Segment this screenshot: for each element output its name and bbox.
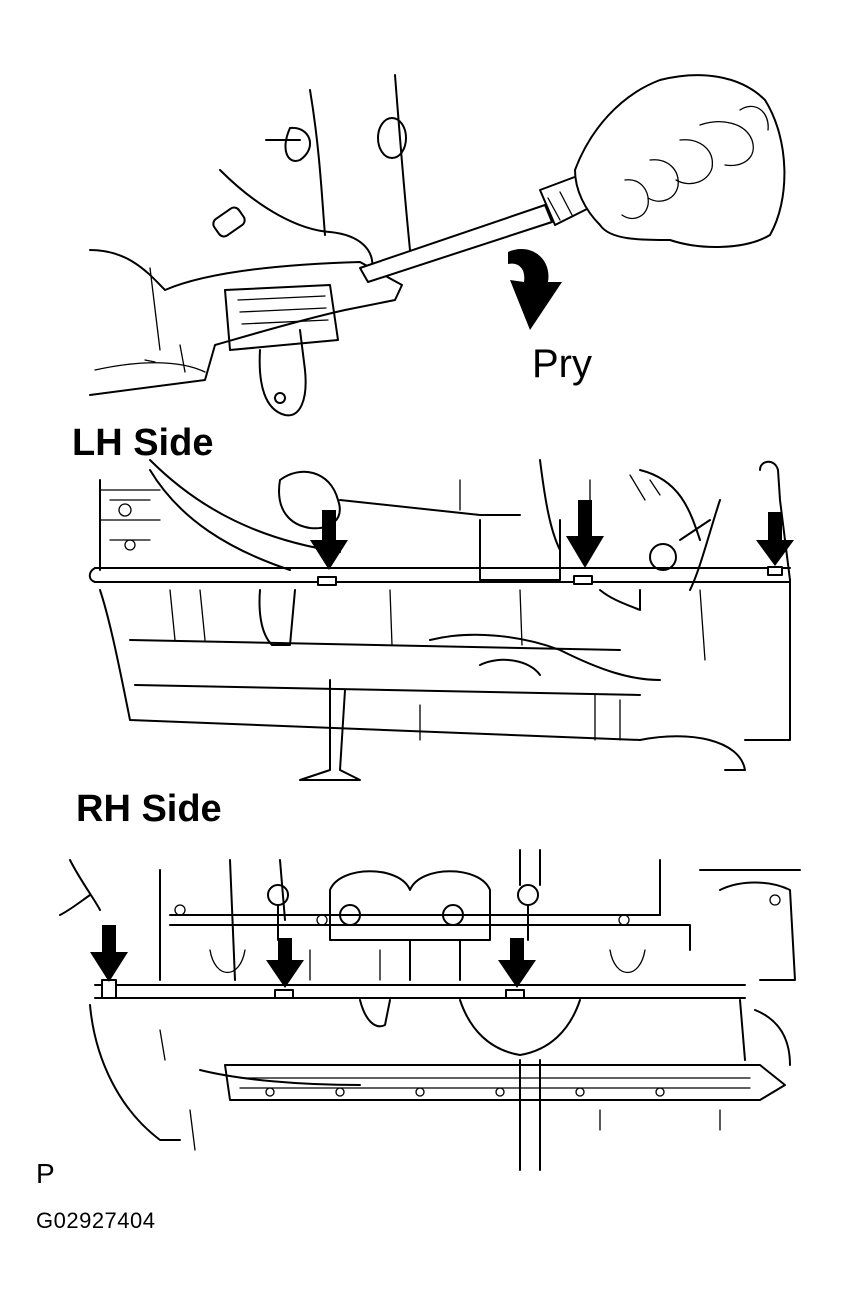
- footer-letter: P: [36, 1158, 55, 1189]
- curved-arrow-icon: [508, 248, 562, 330]
- pry-label: Pry: [532, 342, 592, 386]
- rh-side-title: RH Side: [76, 788, 222, 830]
- down-arrow-icon: [566, 500, 604, 568]
- lh-side-illustration: [0, 440, 844, 800]
- down-arrow-icon: [90, 925, 128, 982]
- rh-side-illustration: [0, 830, 844, 1180]
- down-arrow-icon: [498, 938, 536, 988]
- down-arrow-icon: [266, 938, 304, 988]
- figure-code: G02927404: [36, 1208, 156, 1233]
- down-arrow-icon: [310, 510, 348, 570]
- lh-side-title: LH Side: [72, 422, 214, 464]
- down-arrow-icon: [756, 512, 794, 566]
- pry-illustration: Pry: [0, 0, 844, 420]
